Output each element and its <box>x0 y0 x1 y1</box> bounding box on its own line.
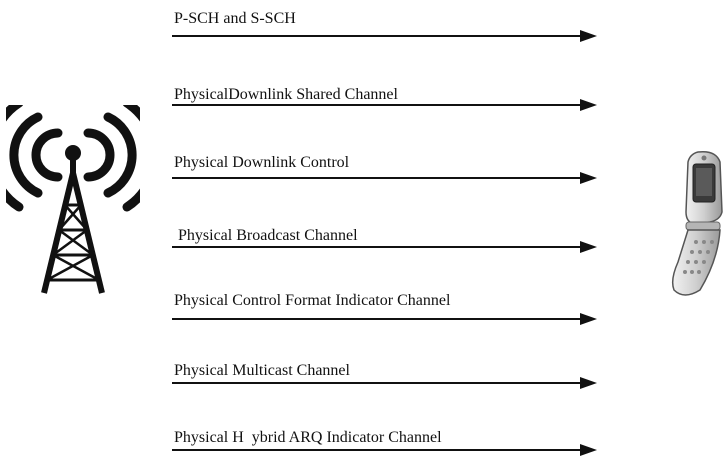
cell-tower-icon <box>6 105 140 294</box>
downlink-arrow <box>172 444 597 456</box>
downlink-arrow <box>172 241 597 253</box>
channel-label: Physical Downlink Control <box>174 154 350 171</box>
downlink-arrow <box>172 172 597 184</box>
channel-label: Physical H ybrid ARQ Indicator Channel <box>174 429 442 446</box>
channel-label: PhysicalDownlink Shared Channel <box>174 86 398 103</box>
channel-label: P-SCH and S-SCH <box>174 10 296 27</box>
channel-label: Physical Multicast Channel <box>174 362 350 379</box>
downlink-arrow <box>172 313 597 325</box>
downlink-arrow <box>172 377 597 389</box>
channel-label: Physical Broadcast Channel <box>178 227 358 244</box>
downlink-arrow <box>172 99 597 111</box>
downlink-arrow <box>172 30 597 42</box>
mobile-phone-icon <box>671 150 723 296</box>
channel-label: Physical Control Format Indicator Channe… <box>174 292 451 309</box>
